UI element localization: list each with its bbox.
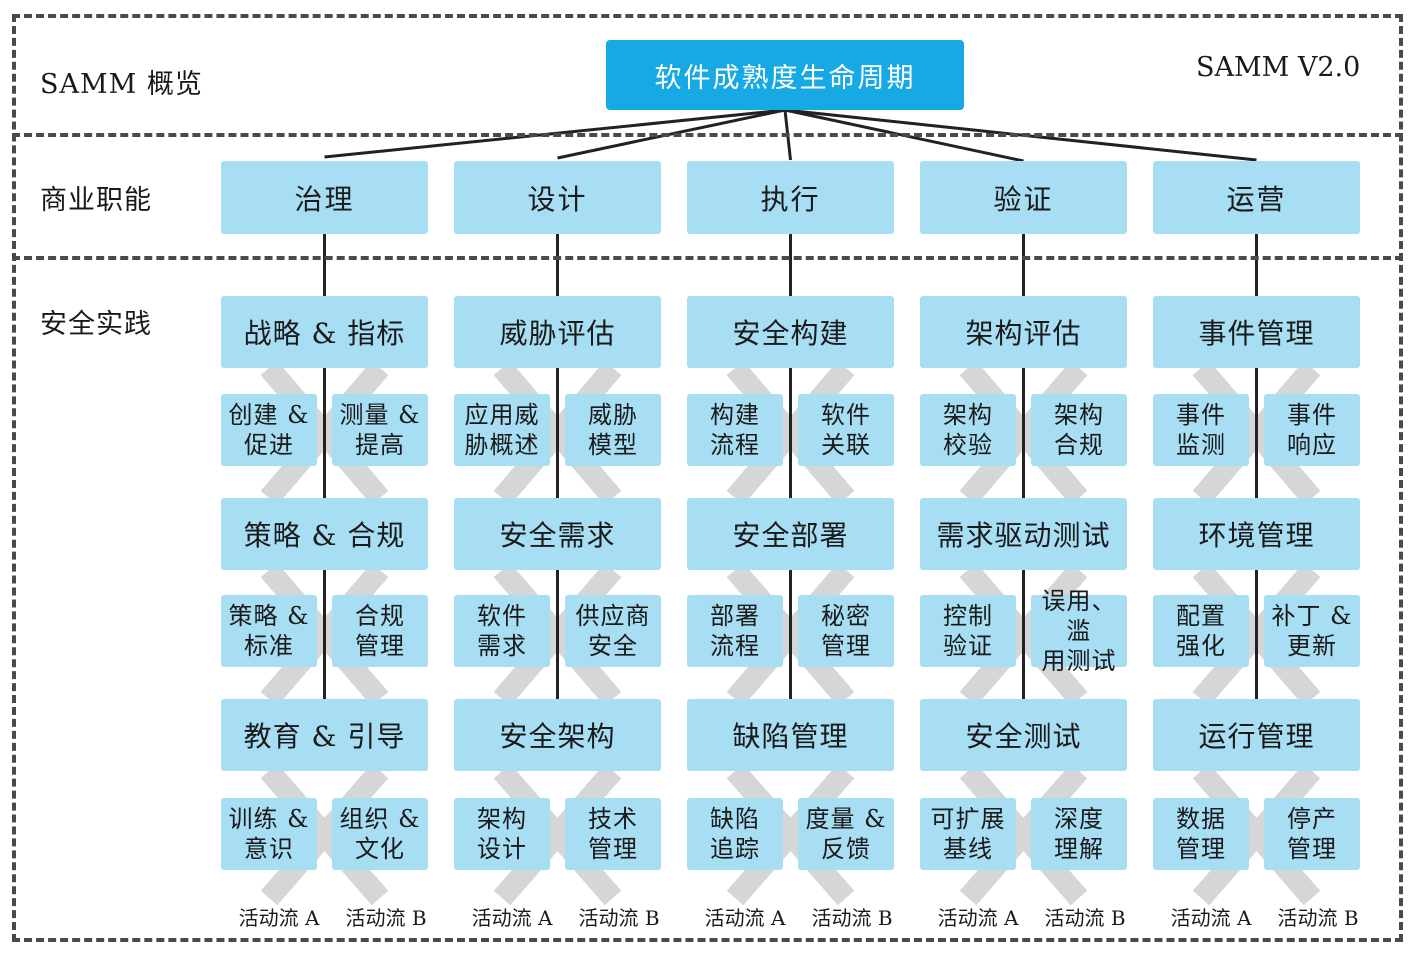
security-practice-box: 安全部署 xyxy=(687,498,894,570)
business-function-box: 设计 xyxy=(454,161,661,234)
security-practice-box: 环境管理 xyxy=(1153,498,1360,570)
stream-a-label: 活动流 A xyxy=(937,906,1019,930)
root-title-box: 软件成熟度生命周期 xyxy=(606,40,964,110)
stream-a-box: 可扩展 基线 xyxy=(920,798,1016,870)
security-practice-box: 安全测试 xyxy=(920,699,1127,771)
stream-b-box: 秘密 管理 xyxy=(798,595,894,667)
stream-b-box: 供应商 安全 xyxy=(565,595,661,667)
security-practice-box: 安全架构 xyxy=(454,699,661,771)
stream-b-box: 组织 & 文化 xyxy=(332,798,428,870)
header-divider xyxy=(12,133,1403,137)
stream-band xyxy=(1192,763,1321,906)
stream-b-label: 活动流 B xyxy=(1044,906,1126,930)
security-practice-box: 教育 & 引导 xyxy=(221,699,428,771)
stream-a-label: 活动流 A xyxy=(704,906,786,930)
functions-divider xyxy=(12,256,1403,260)
stream-a-box: 架构 设计 xyxy=(454,798,550,870)
stream-a-box: 事件 监测 xyxy=(1153,394,1249,466)
business-function-box: 运营 xyxy=(1153,161,1360,234)
stream-b-box: 度量 & 反馈 xyxy=(798,798,894,870)
stream-b-box: 测量 & 提高 xyxy=(332,394,428,466)
security-practice-box: 事件管理 xyxy=(1153,296,1360,368)
stream-b-box: 事件 响应 xyxy=(1264,394,1360,466)
security-practice-box: 策略 & 合规 xyxy=(221,498,428,570)
security-practice-box: 战略 & 指标 xyxy=(221,296,428,368)
stream-a-box: 构建 流程 xyxy=(687,394,783,466)
security-practice-box: 安全构建 xyxy=(687,296,894,368)
stream-band xyxy=(726,763,855,906)
stream-a-box: 创建 & 促进 xyxy=(221,394,317,466)
stream-a-box: 控制 验证 xyxy=(920,595,1016,667)
overview-label: SAMM 概览 xyxy=(40,69,203,100)
business-function-box: 治理 xyxy=(221,161,428,234)
security-practice-box: 需求驱动测试 xyxy=(920,498,1127,570)
version-label: SAMM V2.0 xyxy=(1196,52,1361,83)
stream-b-box: 停产 管理 xyxy=(1264,798,1360,870)
stream-b-label: 活动流 B xyxy=(811,906,893,930)
security-practices-label: 安全实践 xyxy=(40,309,152,340)
stream-b-label: 活动流 B xyxy=(345,906,427,930)
stream-b-box: 补丁 & 更新 xyxy=(1264,595,1360,667)
stream-a-box: 缺陷 追踪 xyxy=(687,798,783,870)
stream-a-box: 配置 强化 xyxy=(1153,595,1249,667)
stream-band xyxy=(260,763,389,906)
stream-band xyxy=(493,763,622,906)
stream-a-label: 活动流 A xyxy=(238,906,320,930)
security-practice-box: 安全需求 xyxy=(454,498,661,570)
stream-a-box: 数据 管理 xyxy=(1153,798,1249,870)
stream-b-box: 软件 关联 xyxy=(798,394,894,466)
security-practice-box: 缺陷管理 xyxy=(687,699,894,771)
stream-b-box: 威胁 模型 xyxy=(565,394,661,466)
stream-a-box: 部署 流程 xyxy=(687,595,783,667)
stream-band xyxy=(959,763,1088,906)
stream-b-label: 活动流 B xyxy=(1277,906,1359,930)
business-functions-label: 商业职能 xyxy=(40,185,152,216)
stream-a-label: 活动流 A xyxy=(471,906,553,930)
stream-b-box: 技术 管理 xyxy=(565,798,661,870)
business-function-box: 验证 xyxy=(920,161,1127,234)
stream-a-box: 软件 需求 xyxy=(454,595,550,667)
stream-b-box: 架构 合规 xyxy=(1031,394,1127,466)
stream-b-box: 深度 理解 xyxy=(1031,798,1127,870)
stream-a-box: 应用威 胁概述 xyxy=(454,394,550,466)
outer-frame xyxy=(12,14,1403,942)
stream-b-box: 合规 管理 xyxy=(332,595,428,667)
stream-a-box: 架构 校验 xyxy=(920,394,1016,466)
stream-b-label: 活动流 B xyxy=(578,906,660,930)
security-practice-box: 架构评估 xyxy=(920,296,1127,368)
security-practice-box: 威胁评估 xyxy=(454,296,661,368)
stream-b-box: 误用、滥 用测试 xyxy=(1031,587,1127,675)
business-function-box: 执行 xyxy=(687,161,894,234)
security-practice-box: 运行管理 xyxy=(1153,699,1360,771)
stream-a-box: 训练 & 意识 xyxy=(221,798,317,870)
stream-a-label: 活动流 A xyxy=(1170,906,1252,930)
stream-a-box: 策略 & 标准 xyxy=(221,595,317,667)
